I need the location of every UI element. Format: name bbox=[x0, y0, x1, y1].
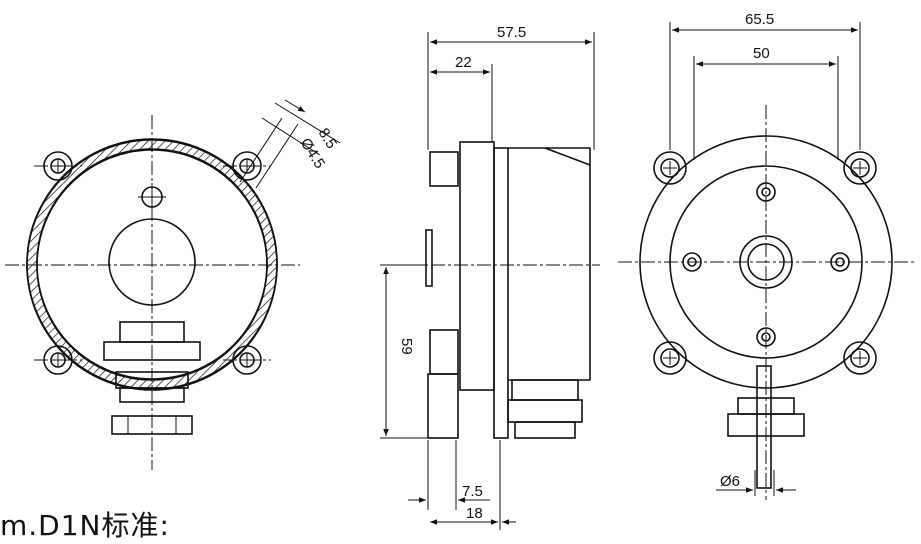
cable-gland bbox=[103, 321, 201, 435]
mount-lug-bottom-right bbox=[223, 345, 271, 375]
front-view: 8.5 Ø4.5 bbox=[5, 99, 341, 470]
side-bracket bbox=[427, 373, 459, 439]
bottom-offset-label: 7.5 bbox=[462, 483, 483, 500]
rear-outer-circle bbox=[639, 135, 893, 389]
flange-plate bbox=[459, 141, 495, 391]
rear-lug-top-left bbox=[653, 151, 687, 185]
rear-shaft bbox=[756, 365, 772, 489]
bottom-width-label: 18 bbox=[466, 505, 483, 522]
inner-span-label: 50 bbox=[753, 45, 770, 62]
central-boss-circle bbox=[108, 218, 196, 306]
rear-hub-outer bbox=[739, 235, 793, 289]
shaft-diameter-label: Ø6 bbox=[720, 473, 740, 490]
height-label: 59 bbox=[398, 338, 415, 355]
rear-lug-bottom-right bbox=[843, 341, 877, 375]
housing-inner-circle bbox=[36, 149, 268, 381]
front-depth-label: 22 bbox=[455, 54, 472, 71]
mount-lug-bottom-left bbox=[34, 345, 82, 375]
housing-outer-circle bbox=[26, 139, 278, 391]
side-upper-lug bbox=[429, 151, 459, 187]
rear-lug-top-right bbox=[843, 151, 877, 185]
rear-inner-circle bbox=[669, 165, 863, 359]
side-lower-lug bbox=[429, 329, 459, 375]
rear-hub-inner bbox=[747, 243, 785, 281]
slot-dimension bbox=[239, 99, 341, 189]
rear-view: 65.5 50 Ø6 bbox=[618, 11, 915, 500]
mount-lug-top-right bbox=[223, 151, 271, 181]
outer-span-label: 65.5 bbox=[745, 11, 774, 28]
motor-can-outline bbox=[508, 147, 591, 381]
mount-plate bbox=[493, 147, 509, 439]
mount-lug-top-left bbox=[34, 151, 82, 181]
rear-screw-holes bbox=[682, 182, 850, 347]
standard-caption: m.D1N标准: bbox=[0, 509, 170, 542]
rear-lug-bottom-left bbox=[653, 341, 687, 375]
side-view: 57.5 22 59 7.5 18 bbox=[380, 24, 600, 530]
overall-length-label: 57.5 bbox=[497, 24, 526, 41]
